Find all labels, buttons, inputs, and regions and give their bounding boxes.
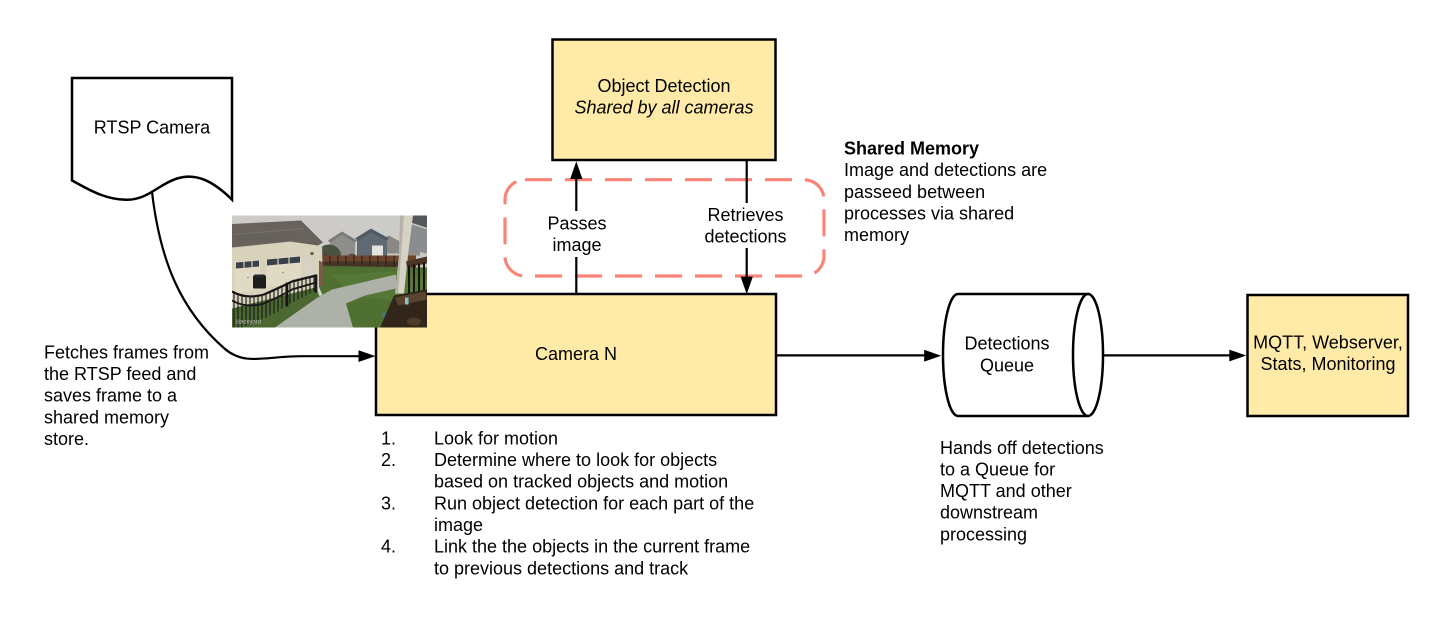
svg-text:to previous detections and tra: to previous detections and track (434, 558, 689, 578)
svg-text:2019-03-26 09:03: 2019-03-26 09:03 (350, 221, 390, 227)
svg-text:Shared by all cameras: Shared by all cameras (574, 97, 753, 117)
svg-text:store.: store. (44, 429, 89, 449)
svg-text:Shared Memory: Shared Memory (844, 139, 979, 159)
svg-text:saves frame to a: saves frame to a (44, 386, 178, 406)
svg-text:1.: 1. (381, 428, 396, 448)
svg-text:passeed between: passeed between (844, 182, 985, 202)
svg-text:downstream: downstream (940, 503, 1038, 523)
svg-text:Stats, Monitoring: Stats, Monitoring (1260, 354, 1395, 374)
svg-text:Backyard: Backyard (236, 320, 261, 326)
svg-text:Passes: Passes (547, 213, 606, 233)
svg-text:4.: 4. (381, 537, 396, 557)
svg-text:MQTT, Webserver,: MQTT, Webserver, (1253, 332, 1403, 352)
svg-text:to a Queue for: to a Queue for (940, 460, 1055, 480)
svg-text:Queue: Queue (980, 355, 1034, 375)
svg-text:memory: memory (844, 225, 909, 245)
svg-text:Fetches frames from: Fetches frames from (44, 342, 209, 362)
svg-text:MQTT and other: MQTT and other (940, 481, 1072, 501)
svg-text:Object Detection: Object Detection (597, 76, 730, 96)
svg-text:Detections: Detections (964, 333, 1049, 353)
svg-text:Retrieves: Retrieves (707, 205, 783, 225)
svg-text:Hands off detections: Hands off detections (940, 438, 1104, 458)
svg-text:the RTSP feed and: the RTSP feed and (44, 364, 196, 384)
svg-text:Link the the objects in the cu: Link the the objects in the current fram… (434, 537, 750, 557)
svg-text:processes via shared: processes via shared (844, 204, 1014, 224)
svg-text:Run object detection for each: Run object detection for each part of th… (434, 493, 754, 513)
svg-text:Camera N: Camera N (535, 344, 617, 364)
svg-text:3.: 3. (381, 493, 396, 513)
svg-text:detections: detections (704, 227, 786, 247)
svg-text:image: image (552, 235, 601, 255)
svg-text:Determine where to look for ob: Determine where to look for objects (434, 450, 717, 470)
svg-text:2.: 2. (381, 450, 396, 470)
svg-text:shared memory: shared memory (44, 407, 169, 427)
svg-text:processing: processing (940, 524, 1027, 544)
svg-text:RTSP Camera: RTSP Camera (94, 117, 211, 137)
svg-text:image: image (434, 515, 483, 535)
svg-text:Image and detections are: Image and detections are (844, 160, 1047, 180)
svg-text:Look for motion: Look for motion (434, 428, 558, 448)
svg-text:based on tracked objects and m: based on tracked objects and motion (434, 472, 728, 492)
